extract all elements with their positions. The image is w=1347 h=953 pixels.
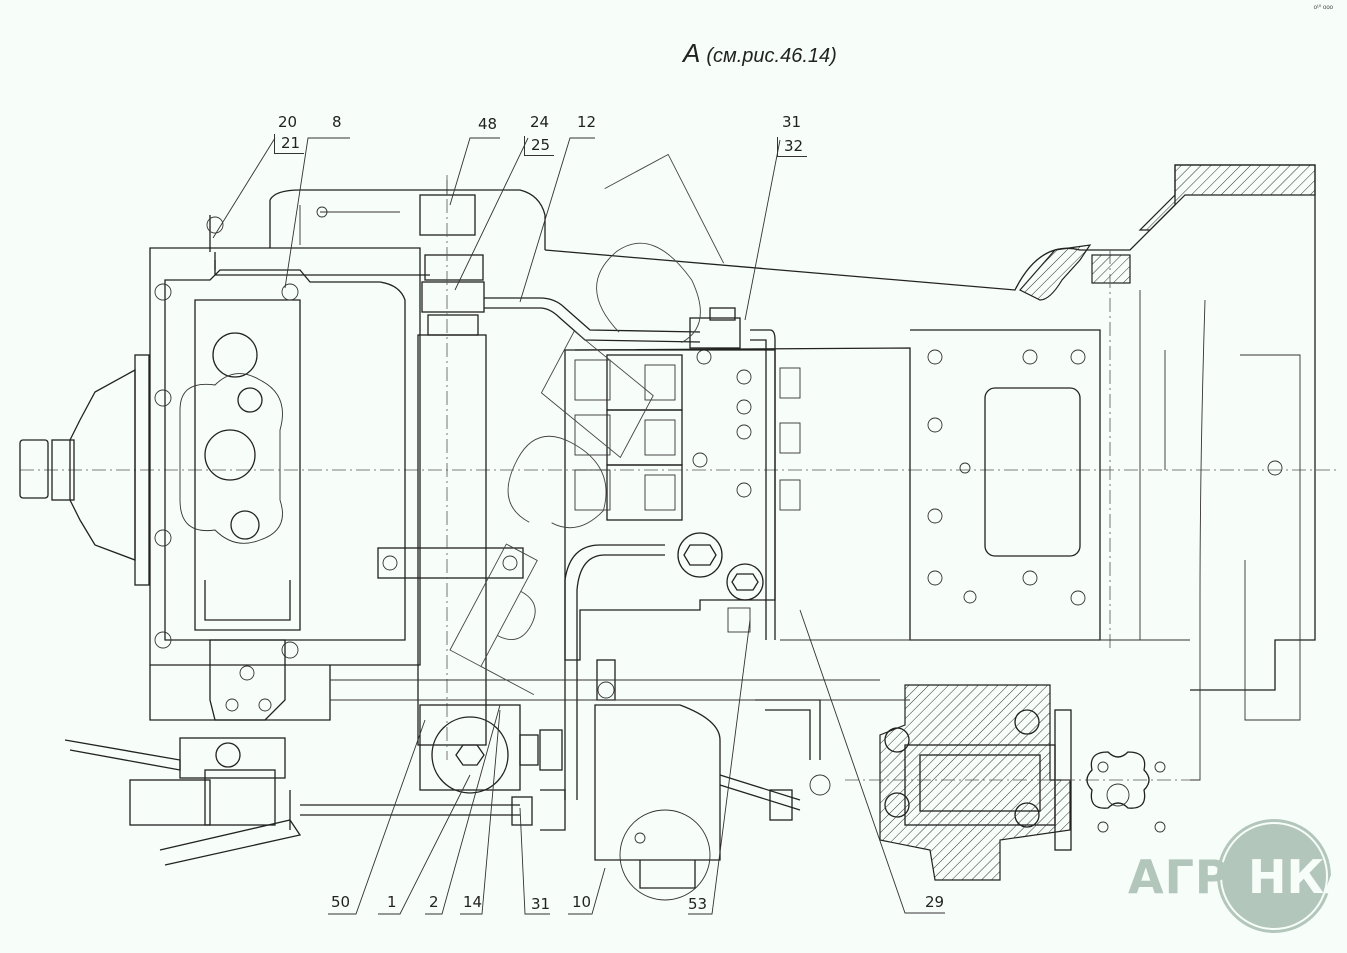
callout-25: 25 [524,136,555,156]
logo-right-text: НКА [1248,850,1347,904]
logo-circle [1220,822,1328,930]
callout-20: 20 [278,113,298,131]
callout-29: 29 [925,893,945,911]
callout-32: 32 [777,137,808,157]
view-title: А(см.рис.46.14) [683,38,837,69]
pump-drive-section [845,684,1190,881]
callout-48: 48 [478,115,498,133]
callout-10: 10 [572,893,592,911]
hydraulic-pipes [206,215,776,640]
agronka-logo: АГРО НКА [1128,822,1347,932]
watermark [449,153,725,695]
callout-31-top: 31 [782,113,802,131]
callout-12: 12 [577,113,597,131]
left-housing [149,189,546,721]
callout-21: 21 [274,134,305,154]
callout-31-bottom: 31 [531,895,551,913]
valve-block [564,349,801,661]
return-pipe [564,544,665,800]
callout-2: 2 [429,893,439,911]
input-shaft-flange [19,354,150,586]
view-reference: (см.рис.46.14) [706,45,837,67]
leader-lines-top [212,137,781,321]
callout-14: 14 [463,893,483,911]
corner-mark: о¹⁰ ооо [1313,5,1333,11]
leader-lines-bottom [328,609,945,915]
callout-8: 8 [332,113,342,131]
callout-24: 24 [530,113,550,131]
view-letter: А [683,38,701,68]
callout-50: 50 [331,893,351,911]
vertical-cylinder [377,175,524,794]
callout-53: 53 [688,895,708,913]
right-housing [544,164,1316,781]
bottom-left-valve [64,639,302,866]
callout-1: 1 [387,893,397,911]
logo-left-text: АГРО [1128,850,1270,904]
pump-assembly [300,699,831,901]
